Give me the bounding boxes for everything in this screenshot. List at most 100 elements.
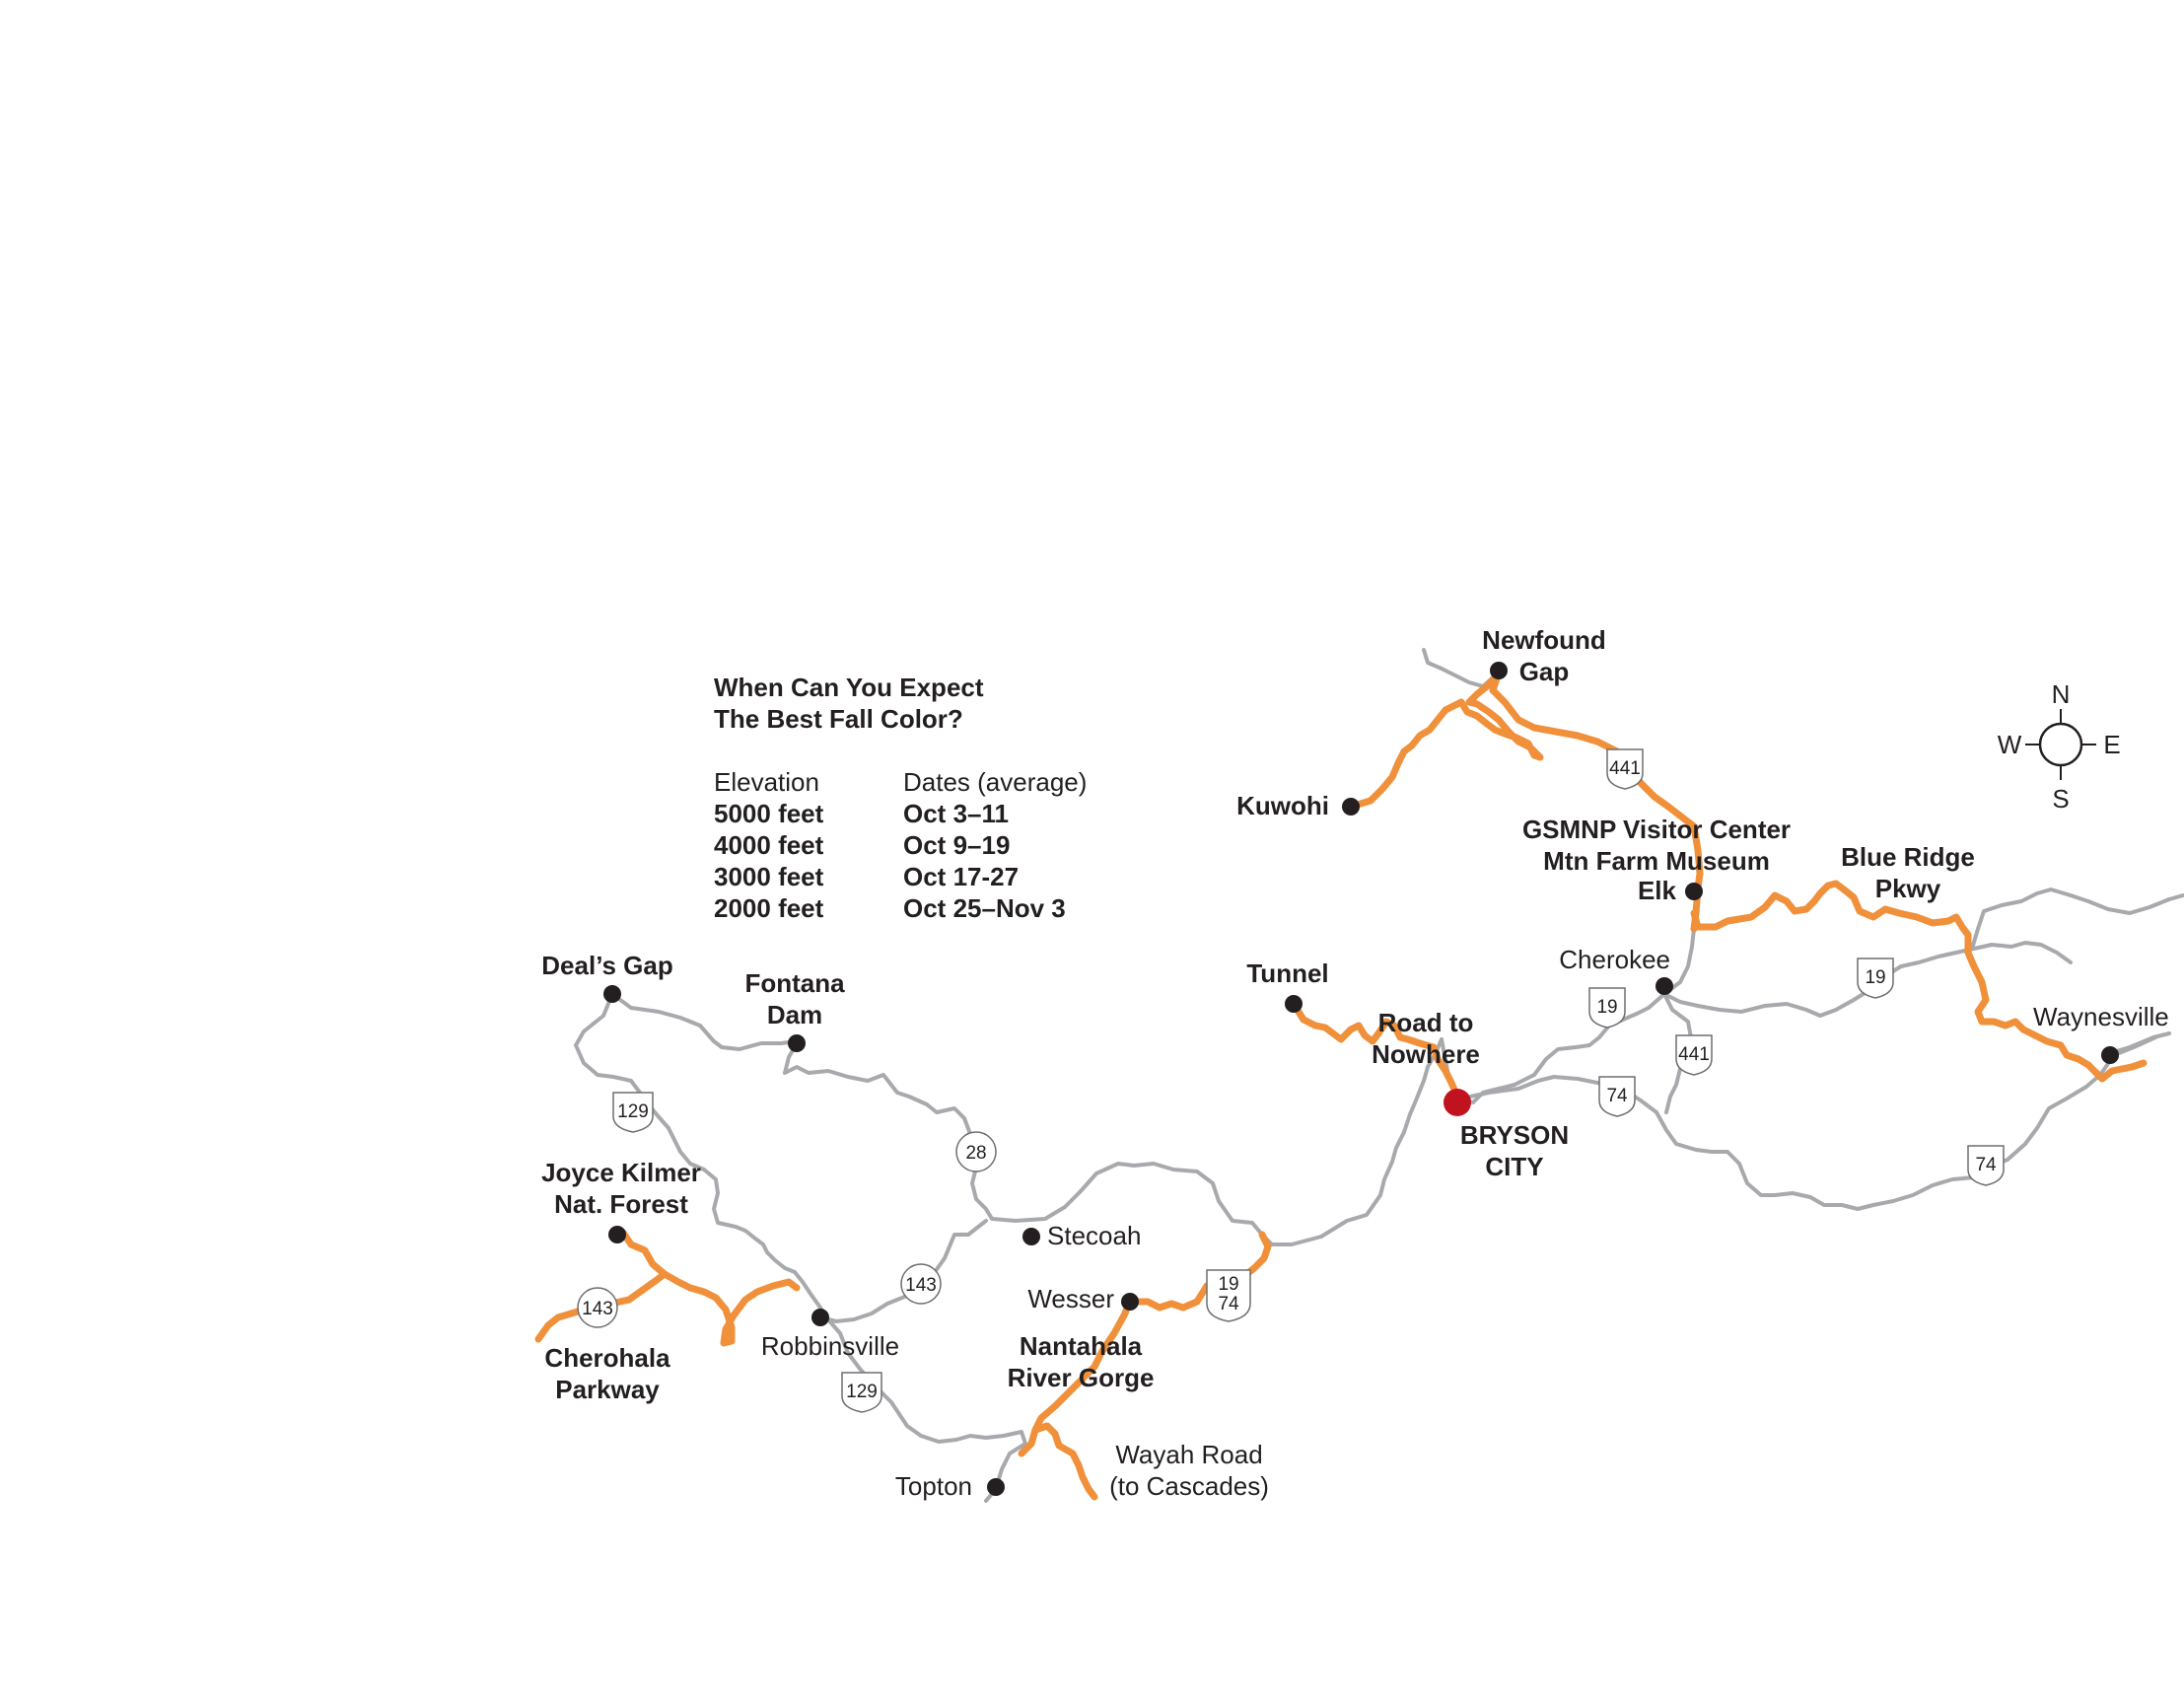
marker-kuwohi — [1342, 798, 1360, 816]
legend-row-elevation: 2000 feet — [714, 893, 824, 923]
label-stecoah: Stecoah — [1047, 1221, 1141, 1250]
shield-us129-a: 129 — [612, 1092, 654, 1133]
shield-us19-74: 19 74 — [1206, 1269, 1251, 1322]
label-gsmnp-1: GSMNP Visitor Center — [1522, 815, 1791, 844]
label-topton: Topton — [895, 1471, 972, 1501]
legend-header-elevation: Elevation — [714, 767, 819, 797]
route-kuwohi — [1347, 669, 1544, 811]
marker-elk — [1685, 883, 1703, 900]
legend-title-line1: When Can You Expect — [714, 673, 984, 702]
shield-us19-a-label: 19 — [1596, 997, 1617, 1018]
legend-header-dates: Dates (average) — [903, 767, 1087, 797]
label-newfound-gap-1: Newfound — [1482, 625, 1606, 655]
road-us129-south — [818, 1306, 1027, 1503]
marker-newfound-gap — [1490, 662, 1508, 679]
legend-title-line2: The Best Fall Color? — [714, 704, 963, 734]
label-wayah-1: Wayah Road — [1115, 1440, 1262, 1469]
label-nantahala-1: Nantahala — [1020, 1331, 1143, 1361]
route-cherohala-parkway — [534, 1229, 669, 1343]
label-blue-ridge-1: Blue Ridge — [1841, 842, 1975, 872]
label-cherohala-2: Parkway — [555, 1375, 660, 1404]
road-network — [574, 648, 2184, 1503]
shield-us19-b: 19 — [1857, 958, 1894, 999]
compass-west: W — [1998, 730, 2022, 759]
road-us19-bryson-cherokee — [1440, 992, 1666, 1104]
shield-us129-b: 129 — [841, 1372, 882, 1413]
route-road-to-nowhere — [1290, 1000, 1461, 1100]
label-kuwohi: Kuwohi — [1236, 791, 1329, 820]
shield-nc143-b-label: 143 — [582, 1299, 613, 1319]
legend-row-dates: Oct 3–11 — [903, 799, 1009, 828]
shield-nc143-a-label: 143 — [905, 1275, 937, 1296]
route-blue-ridge-pkwy — [1690, 880, 2148, 1083]
compass-ring — [2038, 722, 2083, 767]
legend-row-elevation: 3000 feet — [714, 862, 824, 891]
shield-nc143-b: 143 — [577, 1287, 618, 1328]
label-joyce-kilmer-1: Joyce Kilmer — [541, 1158, 701, 1187]
marker-wesser — [1121, 1293, 1139, 1311]
label-cherohala-1: Cherohala — [544, 1343, 670, 1373]
shield-us441-b: 441 — [1675, 1034, 1713, 1076]
marker-waynesville — [2101, 1046, 2119, 1064]
shield-us74-b-label: 74 — [1975, 1155, 1997, 1175]
marker-stecoah — [1022, 1228, 1040, 1245]
shield-nc28: 28 — [955, 1131, 997, 1172]
marker-joyce-kilmer — [608, 1226, 626, 1243]
shield-us441-a-label: 441 — [1609, 758, 1641, 779]
label-newfound-gap-2: Gap — [1519, 657, 1570, 686]
shield-us74-a-label: 74 — [1606, 1086, 1628, 1106]
label-tunnel: Tunnel — [1246, 958, 1328, 988]
shield-nc28-label: 28 — [965, 1143, 986, 1164]
compass-south: S — [2052, 784, 2069, 814]
label-nantahala-2: River Gorge — [1008, 1363, 1155, 1392]
marker-cherokee — [1656, 977, 1673, 995]
road-nc28 — [783, 1037, 1444, 1246]
marker-bryson-city — [1444, 1089, 1471, 1116]
compass-east: E — [2103, 730, 2120, 759]
compass-rose: N S E W — [1998, 679, 2121, 814]
road-east-ridge — [1970, 887, 2184, 951]
place-markers — [603, 662, 2119, 1496]
place-labels: Newfound Gap Kuwohi GSMNP Visitor Center… — [541, 625, 2169, 1501]
route-joyce-kilmer — [661, 1270, 801, 1347]
marker-tunnel — [1285, 995, 1303, 1013]
shield-us129-a-label: 129 — [617, 1101, 649, 1122]
legend-row-dates: Oct 25–Nov 3 — [903, 893, 1066, 923]
label-robbinsville: Robbinsville — [761, 1331, 899, 1361]
label-fontana-dam-1: Fontana — [744, 968, 845, 998]
route-wayah-road — [1031, 1422, 1098, 1501]
marker-topton — [987, 1478, 1005, 1496]
label-road-to-nowhere-2: Nowhere — [1372, 1039, 1480, 1069]
road-waynesville-stub — [2108, 1031, 2171, 1055]
shield-us19-b-label: 19 — [1865, 967, 1885, 988]
label-joyce-kilmer-2: Nat. Forest — [554, 1189, 688, 1219]
scenic-routes — [534, 669, 2148, 1501]
label-waynesville: Waynesville — [2033, 1002, 2169, 1031]
label-elk: Elk — [1638, 876, 1677, 905]
label-bryson-city-2: CITY — [1485, 1152, 1543, 1181]
marker-robbinsville — [811, 1309, 829, 1326]
shield-us74-a: 74 — [1598, 1076, 1636, 1117]
road-stecoah-connector — [966, 1219, 988, 1237]
shield-nc143-a: 143 — [900, 1263, 942, 1305]
shield-us19-74-bottom-label: 74 — [1218, 1294, 1239, 1314]
shield-us74-b: 74 — [1967, 1145, 2005, 1186]
shield-us441-a: 441 — [1606, 748, 1644, 790]
legend-row-elevation: 5000 feet — [714, 799, 824, 828]
label-wesser: Wesser — [1027, 1284, 1114, 1313]
legend-row-dates: Oct 9–19 — [903, 830, 1010, 860]
label-cherokee: Cherokee — [1559, 945, 1670, 974]
label-wayah-2: (to Cascades) — [1109, 1471, 1269, 1501]
shield-us19-a: 19 — [1588, 987, 1626, 1029]
label-fontana-dam-2: Dam — [767, 1000, 822, 1029]
fall-color-legend: When Can You Expect The Best Fall Color?… — [714, 673, 1087, 923]
shield-us129-b-label: 129 — [846, 1382, 878, 1402]
marker-fontana-dam — [788, 1034, 806, 1052]
label-gsmnp-2: Mtn Farm Museum — [1543, 846, 1770, 876]
road-us129-north — [574, 992, 822, 1310]
road-deals-gap-fontana — [610, 992, 799, 1051]
shield-us441-b-label: 441 — [1678, 1044, 1710, 1065]
marker-deals-gap — [603, 985, 621, 1003]
label-blue-ridge-2: Pkwy — [1875, 874, 1941, 903]
